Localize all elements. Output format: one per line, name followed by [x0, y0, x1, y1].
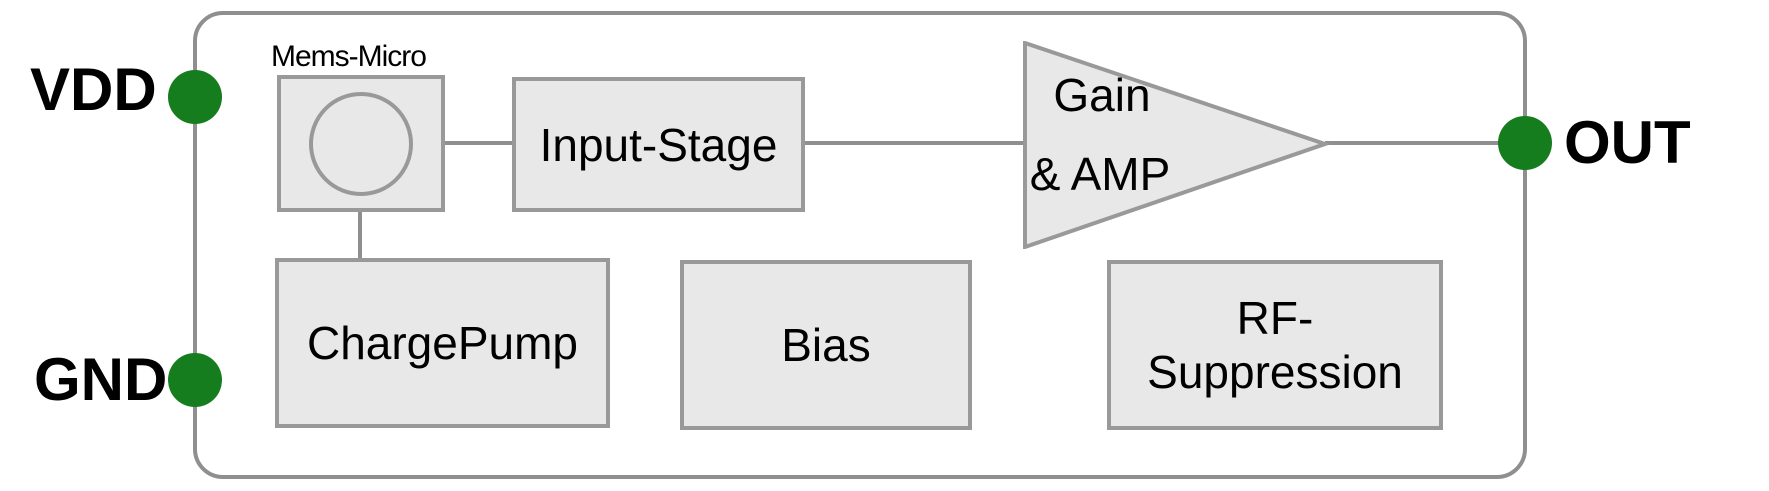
- gnd-pin-label: GND: [34, 346, 168, 413]
- wire-input-stage-to-amp: [805, 141, 1025, 145]
- rf-suppression-block: RF- Suppression: [1107, 260, 1443, 430]
- bias-label: Bias: [781, 319, 871, 371]
- wire-mems-to-input-stage: [445, 141, 512, 145]
- mems-micro-label: Mems-Micro: [271, 40, 427, 73]
- input-stage-block: Input-Stage: [512, 77, 805, 212]
- amplifier-triangle: [1023, 41, 1329, 249]
- mems-micro-block: [277, 75, 445, 212]
- chargepump-label: ChargePump: [306, 317, 579, 369]
- out-pin-label: OUT: [1564, 109, 1691, 176]
- chargepump-block: ChargePump: [275, 258, 610, 428]
- out-pin-dot: [1498, 116, 1552, 170]
- amplifier-label-line1: Gain: [1053, 69, 1151, 121]
- wire-amp-to-out-pin: [1325, 141, 1525, 145]
- amplifier-label-line2: & AMP: [1029, 148, 1171, 200]
- rf-suppression-label-line1: RF-: [1236, 292, 1314, 344]
- bias-block: Bias: [680, 260, 972, 430]
- wire-mems-to-chargepump: [358, 212, 362, 260]
- rf-suppression-label-line2: Suppression: [1147, 346, 1403, 398]
- rf-suppression-label: RF- Suppression: [1147, 291, 1403, 399]
- input-stage-label: Input-Stage: [539, 118, 778, 171]
- mems-membrane-circle: [309, 91, 413, 196]
- gnd-pin-dot: [168, 353, 222, 407]
- vdd-pin-label: VDD: [30, 56, 157, 123]
- vdd-pin-dot: [168, 70, 222, 124]
- chip-outline: [193, 11, 1527, 479]
